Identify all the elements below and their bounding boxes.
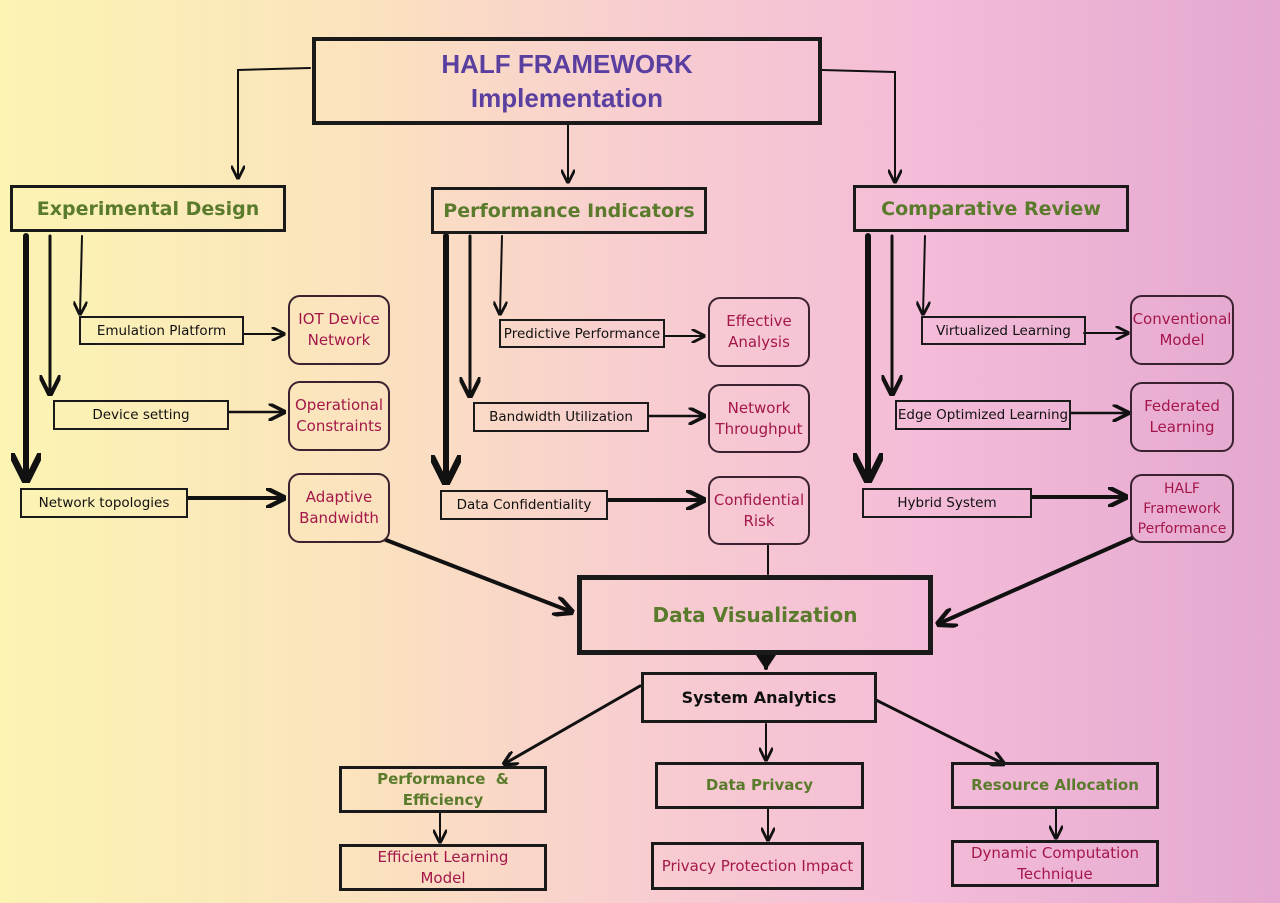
item-data-confidentiality: Data Confidentiality: [440, 490, 608, 520]
outcome-line: Model: [420, 868, 466, 887]
outcome-effective-analysis: Effective Analysis: [708, 297, 810, 367]
data-visualization-box: Data Visualization: [577, 575, 933, 655]
item-label: Emulation Platform: [96, 322, 227, 339]
arrow-half-to-viz: [938, 536, 1134, 624]
item-label: Edge Optimized Learning: [897, 407, 1069, 423]
category-label: Performance Indicators: [443, 199, 695, 222]
category-label: Efficiency: [402, 790, 484, 809]
outcome-line: Constraints: [296, 417, 382, 435]
outcome-conventional-model: Conventional Model: [1130, 295, 1234, 365]
arrow-adaptive-to-viz: [384, 538, 572, 612]
category-comparative-review: Comparative Review: [853, 185, 1129, 232]
outcome-efficient-learning-model: Efficient Learning Model: [339, 844, 547, 891]
system-analytics-box: System Analytics: [641, 672, 877, 723]
outcome-line: Confidential: [713, 490, 805, 509]
outcome-line: Framework: [1143, 500, 1221, 517]
category-label: Performance &: [377, 769, 509, 788]
outcome-line: Privacy Protection Impact: [661, 856, 854, 875]
outcome-line: Throughput: [715, 419, 803, 438]
outcome-network-throughput: Network Throughput: [708, 384, 810, 453]
arrow-perf-to-predictive: [500, 235, 502, 314]
title-line-2: Implementation: [470, 83, 664, 113]
outcome-line: Risk: [743, 511, 775, 530]
item-label: Device setting: [92, 407, 190, 423]
item-device-setting: Device setting: [53, 400, 229, 430]
category-label: Data Privacy: [705, 776, 814, 794]
category-data-privacy: Data Privacy: [655, 762, 864, 809]
outcome-line: Performance: [1137, 520, 1227, 537]
item-label: Network topologies: [38, 495, 170, 511]
item-network-topologies: Network topologies: [20, 488, 188, 518]
item-virtualized-learning: Virtualized Learning: [921, 316, 1086, 345]
category-experimental-design: Experimental Design: [10, 185, 286, 232]
outcome-iot-device-network: IOT Device Network: [288, 295, 390, 365]
outcome-line: Analysis: [728, 333, 790, 351]
outcome-confidential-risk: Confidential Risk: [708, 476, 810, 545]
outcome-line: Model: [1159, 331, 1205, 349]
arrow-analytics-to-performance: [504, 684, 642, 764]
item-bandwidth-utilization: Bandwidth Utilization: [473, 402, 649, 432]
title-box: HALF FRAMEWORK Implementation: [312, 37, 822, 125]
category-performance-efficiency: Performance & Efficiency: [339, 766, 547, 813]
outcome-line: Network: [307, 331, 371, 349]
item-label: Predictive Performance: [503, 325, 661, 342]
category-label: Comparative Review: [881, 197, 1101, 220]
item-hybrid-system: Hybrid System: [862, 488, 1032, 518]
outcome-operational-constraints: Operational Constraints: [288, 381, 390, 451]
outcome-privacy-protection-impact: Privacy Protection Impact: [651, 842, 864, 890]
outcome-line: Network: [727, 398, 791, 417]
outcome-line: Adaptive: [305, 488, 373, 506]
outcome-line: HALF: [1164, 480, 1200, 497]
visualization-label: Data Visualization: [652, 603, 858, 627]
category-label: Experimental Design: [36, 197, 260, 220]
outcome-half-framework-performance: HALF Framework Performance: [1130, 474, 1234, 543]
item-label: Virtualized Learning: [936, 322, 1071, 339]
item-emulation-platform: Emulation Platform: [79, 316, 244, 345]
item-label: Bandwidth Utilization: [489, 409, 633, 425]
arrow-title-to-experimental: [238, 67, 311, 178]
title-line-1: HALF FRAMEWORK: [441, 49, 693, 79]
arrow-title-to-comparative: [821, 69, 895, 182]
analytics-label: System Analytics: [681, 688, 837, 707]
outcome-line: Conventional: [1132, 310, 1232, 328]
outcome-line: Federated: [1144, 397, 1220, 415]
outcome-line: Learning: [1149, 418, 1215, 436]
outcome-line: IOT Device: [298, 310, 380, 328]
outcome-line: Efficient Learning: [377, 847, 509, 866]
outcome-dynamic-computation-technique: Dynamic Computation Technique: [951, 840, 1159, 887]
category-resource-allocation: Resource Allocation: [951, 762, 1159, 809]
item-edge-optimized-learning: Edge Optimized Learning: [895, 400, 1071, 430]
category-performance-indicators: Performance Indicators: [431, 187, 707, 234]
outcome-line: Technique: [1017, 864, 1093, 883]
arrow-analytics-to-resource: [874, 698, 1004, 764]
arrow-exp-to-emulation: [80, 235, 82, 314]
outcome-line: Effective: [726, 312, 792, 330]
outcome-adaptive-bandwidth: Adaptive Bandwidth: [288, 473, 390, 543]
item-predictive-performance: Predictive Performance: [499, 319, 665, 348]
outcome-federated-learning: Federated Learning: [1130, 382, 1234, 452]
item-label: Hybrid System: [897, 495, 997, 511]
category-label: Resource Allocation: [971, 776, 1139, 794]
outcome-line: Dynamic Computation: [970, 843, 1140, 862]
outcome-line: Operational: [294, 396, 383, 414]
outcome-line: Bandwidth: [299, 509, 379, 527]
arrow-comp-to-virtualized: [923, 235, 925, 314]
item-label: Data Confidentiality: [456, 497, 592, 513]
